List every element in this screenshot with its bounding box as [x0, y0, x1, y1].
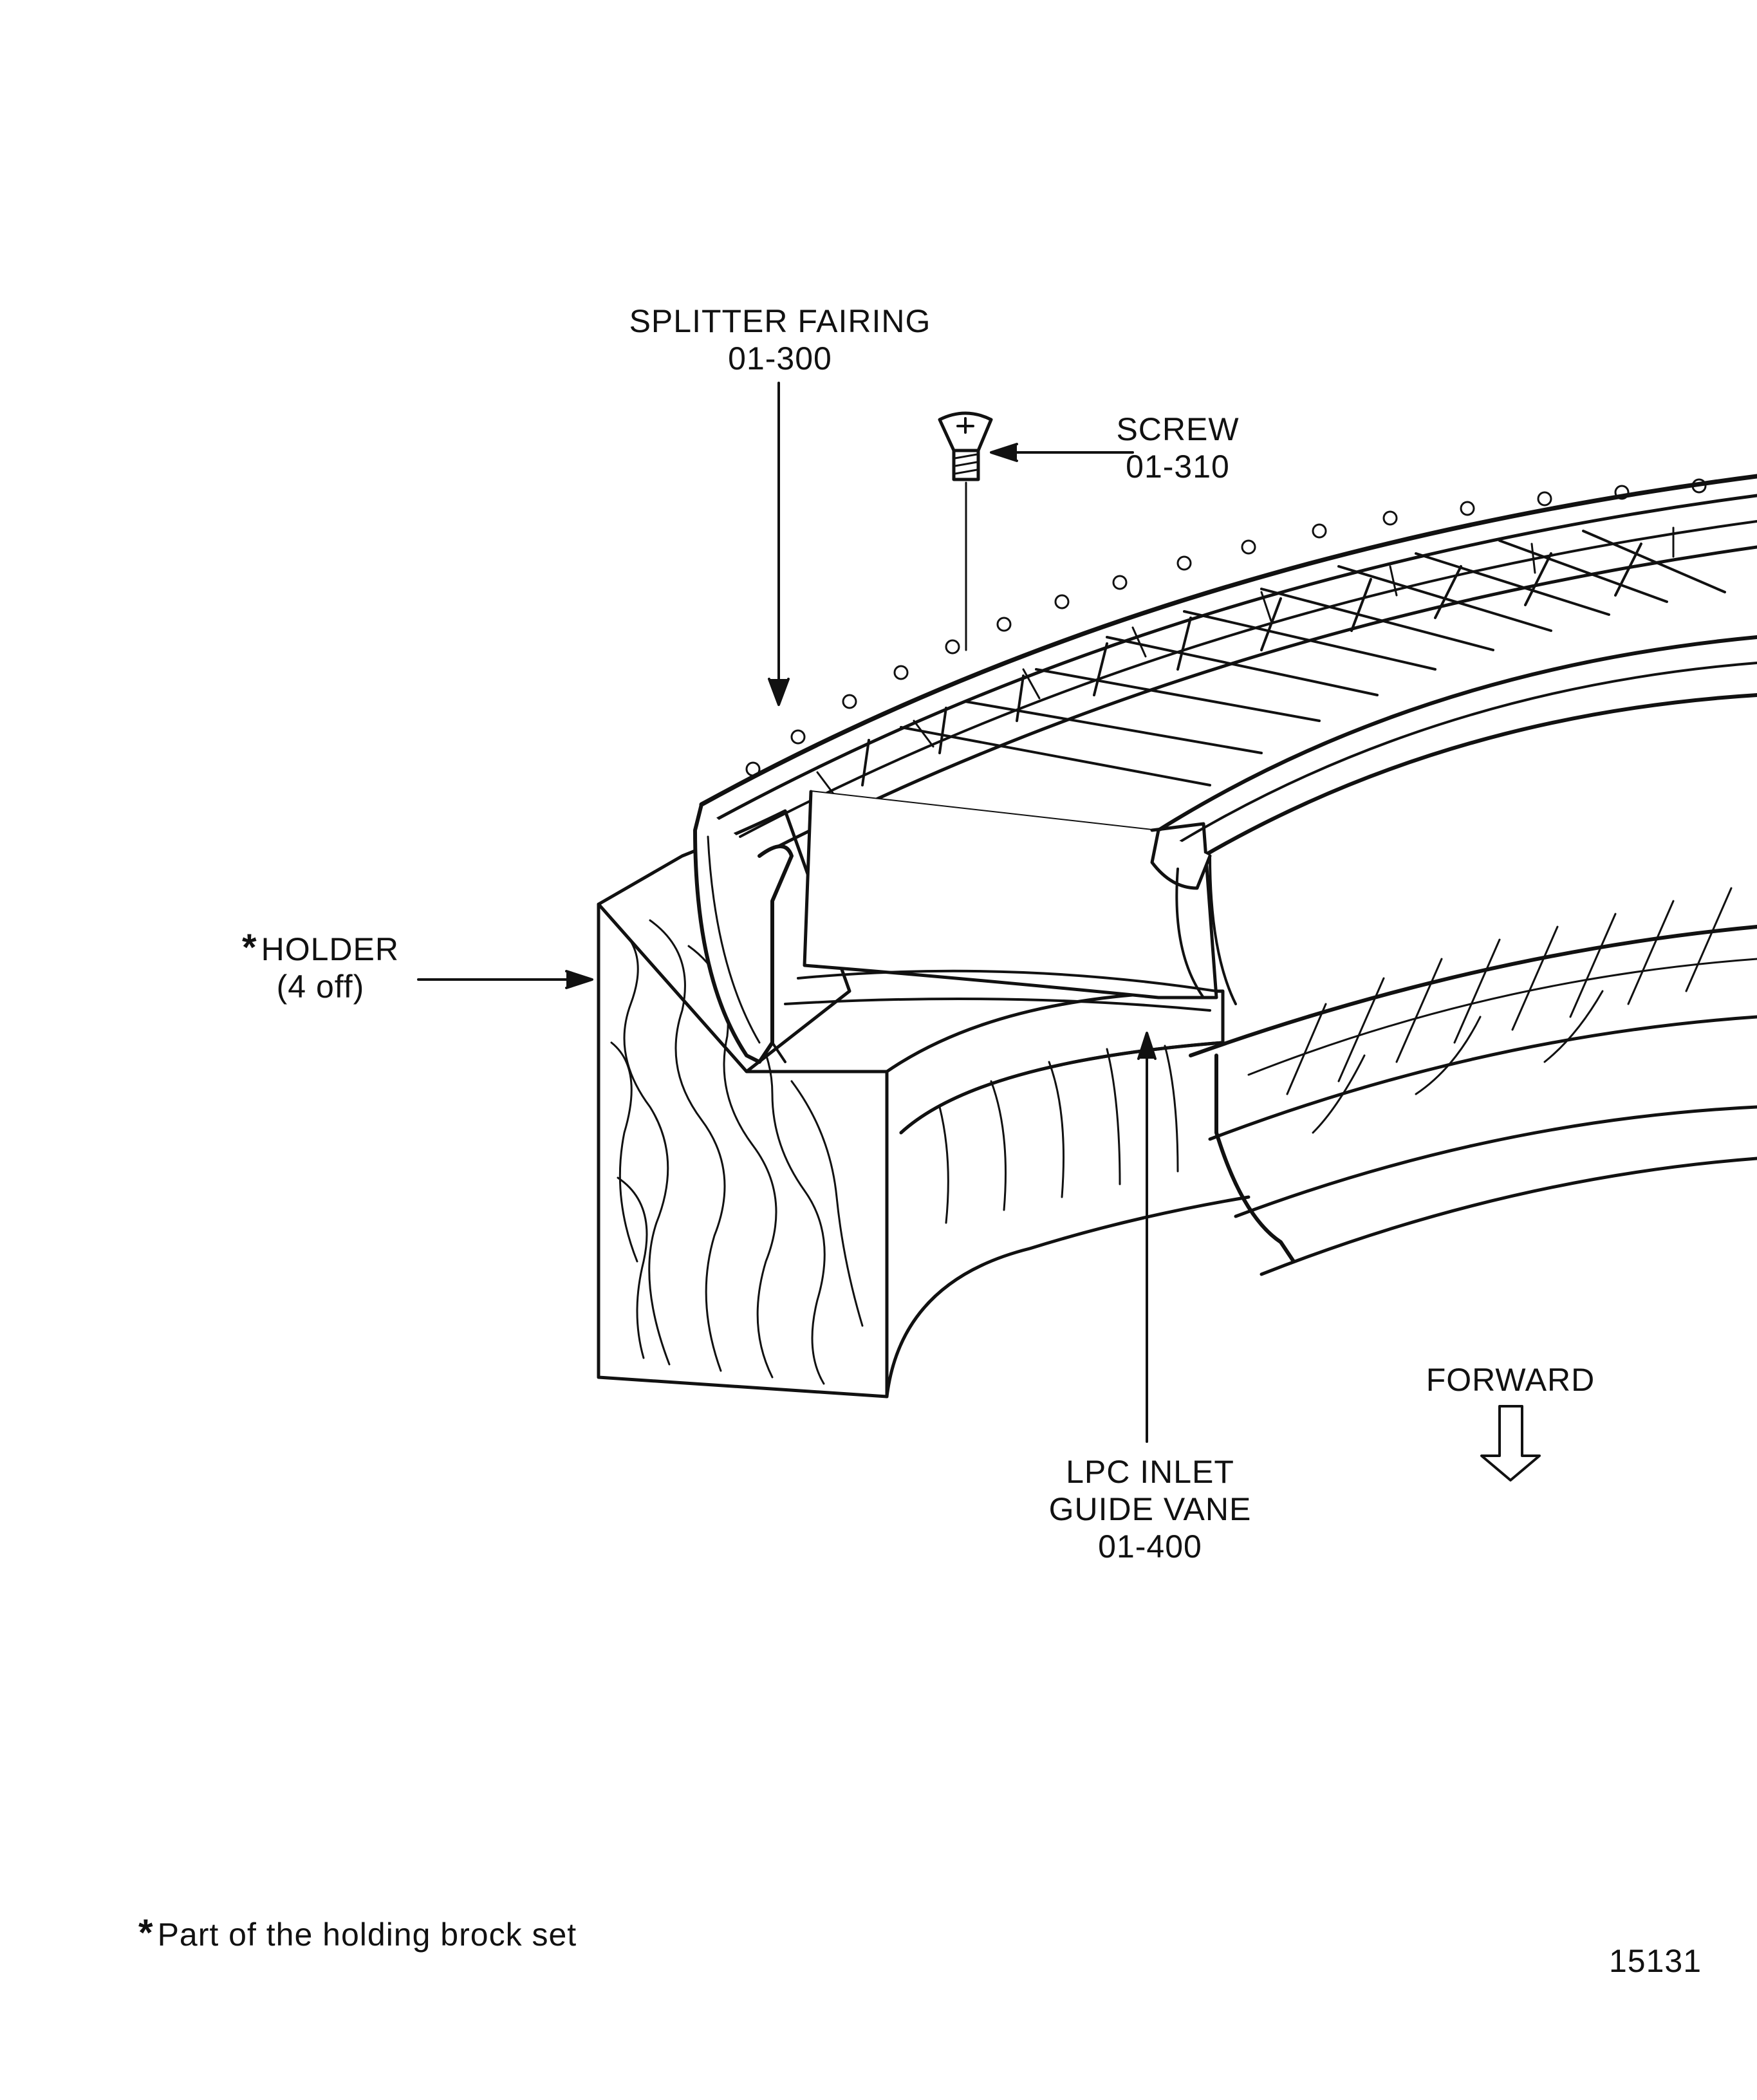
guide-vane-name-line2: GUIDE VANE [1048, 1491, 1252, 1527]
figure-number: 15131 [1609, 1943, 1702, 1979]
guide-vane-name-line1: LPC INLET [1066, 1454, 1234, 1490]
screw-label: SCREW 01-310 [1116, 411, 1239, 485]
holder-name: HOLDER [261, 931, 399, 967]
wooden-holder-block [597, 809, 1250, 1398]
leader-lines [417, 382, 1157, 1443]
holder-arrowhead [565, 970, 593, 989]
inner-shroud [1150, 635, 1757, 1005]
splitter-fairing-name: SPLITTER FAIRING [629, 303, 931, 339]
forward-label: FORWARD [1426, 1362, 1595, 1398]
guide-vanes [784, 530, 1726, 1012]
guide-vane-part-number: 01-400 [1098, 1529, 1202, 1565]
holder-label: *HOLDER (4 off) [242, 929, 399, 1005]
footnote: *Part of the holding brock set [138, 1915, 577, 1953]
holder-quantity: (4 off) [276, 969, 365, 1005]
holder-asterisk: * [242, 927, 257, 969]
guide-vane-arrowhead [1137, 1032, 1157, 1060]
screw-part-number: 01-310 [1126, 449, 1230, 485]
splitter-fairing-arrowhead [768, 678, 790, 706]
screw [938, 411, 993, 651]
inner-ring [1189, 887, 1757, 1276]
splitter-fairing-ring [693, 474, 1757, 1064]
guide-vane-label: LPC INLET GUIDE VANE 01-400 [1049, 1453, 1252, 1565]
footnote-text: Part of the holding brock set [157, 1917, 577, 1953]
forward-arrow-icon [1480, 1405, 1541, 1482]
screw-name: SCREW [1116, 411, 1240, 447]
footnote-asterisk: * [138, 1912, 154, 1954]
splitter-fairing-part-number: 01-300 [728, 340, 832, 376]
splitter-fairing-label: SPLITTER FAIRING 01-300 [629, 302, 931, 377]
screw-arrowhead [990, 443, 1018, 462]
